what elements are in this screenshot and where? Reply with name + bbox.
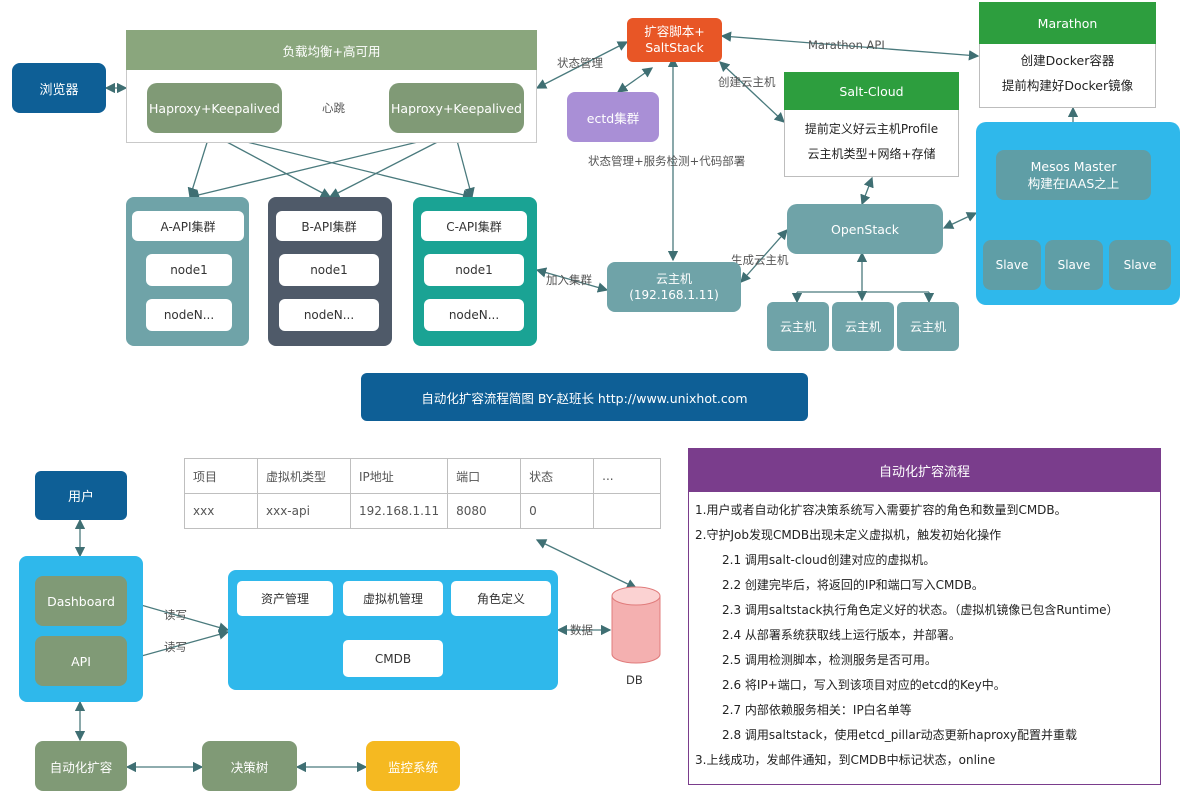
cluster-c-title: C-API集群 xyxy=(421,211,527,241)
process-step: 2.1 调用salt-cloud创建对应的虚拟机。 xyxy=(722,553,936,567)
mesos-slave-2: Slave xyxy=(1045,240,1103,290)
table-header: IP地址 xyxy=(349,458,449,494)
process-title: 自动化扩容流程 xyxy=(688,448,1161,492)
state-mgmt-label: 状态管理 xyxy=(557,56,603,70)
process-step: 1.用户或者自动化扩容决策系统写入需要扩容的角色和数量到CMDB。 xyxy=(695,503,1067,517)
role-def-module: 角色定义 xyxy=(451,581,551,616)
table-header: 端口 xyxy=(447,458,522,494)
process-step: 2.8 调用saltstack，使用etcd_pillar动态更新haproxy… xyxy=(722,728,1078,742)
marathon-line1: 创建Docker容器 xyxy=(1020,52,1115,68)
table-cell: 192.168.1.11 xyxy=(349,493,449,529)
mesos-slave-1: Slave xyxy=(983,240,1041,290)
cluster-b-node1: node1 xyxy=(279,254,379,286)
user-node: 用户 xyxy=(35,471,127,520)
join-cluster-label: 加入集群 xyxy=(546,273,592,287)
openstack-vm-3: 云主机 xyxy=(897,302,959,351)
cluster-a-node1: node1 xyxy=(146,254,232,286)
process-panel xyxy=(688,448,1161,785)
table-cell: xxx-api xyxy=(257,493,351,529)
salt-cloud-line2: 云主机类型+网络+存储 xyxy=(807,146,936,161)
monitor-node: 监控系统 xyxy=(366,741,460,791)
database-icon xyxy=(611,586,661,664)
cluster-b-title: B-API集群 xyxy=(276,211,382,241)
state-service-label: 状态管理+服务检测+代码部署 xyxy=(588,154,746,168)
table-cell: 8080 xyxy=(447,493,522,529)
process-step: 2.3 调用saltstack执行角色定义好的状态。（虚拟机镜像已包含Runti… xyxy=(722,603,1119,617)
title-banner: 自动化扩容流程简图 BY-赵班长 http://www.unixhot.com xyxy=(361,373,808,421)
read-write-label-1: 读写 xyxy=(164,608,187,622)
mesos-master-node: Mesos Master 构建在IAAS之上 xyxy=(996,150,1151,200)
read-write-label-2: 读写 xyxy=(164,640,187,654)
table-row: xxx xxx-api 192.168.1.11 8080 0 xyxy=(184,493,661,529)
openstack-vm-1: 云主机 xyxy=(767,302,829,351)
vm-host-title: 云主机 xyxy=(655,272,692,286)
vm-mgmt-module: 虚拟机管理 xyxy=(343,581,443,616)
process-step: 2.6 将IP+端口，写入到该项目对应的etcd的Key中。 xyxy=(722,678,1006,692)
cluster-a-noden: nodeN... xyxy=(146,299,232,331)
data-label: 数据 xyxy=(570,623,593,637)
saltstack-node: 扩容脚本+ SaltStack xyxy=(627,18,722,62)
cmdb-module: CMDB xyxy=(343,640,443,677)
process-step: 2.5 调用检测脚本，检测服务是否可用。 xyxy=(722,653,937,667)
marathon-api-label: Marathon API xyxy=(808,38,885,52)
salt-cloud-title: Salt-Cloud xyxy=(784,72,959,110)
heartbeat-label: 心跳 xyxy=(322,101,345,115)
marathon-title: Marathon xyxy=(979,2,1156,44)
cluster-c-node1: node1 xyxy=(424,254,524,286)
etcd-node: ectd集群 xyxy=(567,92,659,142)
api-node: API xyxy=(35,636,127,686)
mesos-master-subtitle: 构建在IAAS之上 xyxy=(1027,176,1120,191)
cluster-c-noden: nodeN... xyxy=(424,299,524,331)
process-step: 3.上线成功，发邮件通知，到CMDB中标记状态，online xyxy=(695,753,996,767)
create-vm-label: 创建云主机 xyxy=(718,75,776,89)
table-cell: 0 xyxy=(520,493,595,529)
saltstack-line2: SaltStack xyxy=(645,40,704,55)
process-step: 2.守护Job发现CMDB出现未定义虚拟机，触发初始化操作 xyxy=(695,528,1002,542)
process-step: 2.7 内部依赖服务相关：IP白名单等 xyxy=(722,703,912,717)
dashboard-node: Dashboard xyxy=(35,576,127,626)
openstack-vm-2: 云主机 xyxy=(832,302,894,351)
process-step: 2.2 创建完毕后，将返回的IP和端口写入CMDB。 xyxy=(722,578,984,592)
table-header: 状态 xyxy=(520,458,595,494)
generate-vm-label: 生成云主机 xyxy=(731,253,789,267)
vm-host-node: 云主机 (192.168.1.11) xyxy=(607,262,741,312)
marathon-line2: 提前构建好Docker镜像 xyxy=(1001,77,1134,93)
mesos-slave-3: Slave xyxy=(1109,240,1171,290)
auto-scale-node: 自动化扩容 xyxy=(35,741,127,791)
table-header: 虚拟机类型 xyxy=(257,458,351,494)
haproxy-right: Haproxy+Keepalived xyxy=(389,83,524,133)
table-cell: xxx xyxy=(184,493,258,529)
mesos-master-title: Mesos Master xyxy=(1030,159,1117,174)
process-step: 2.4 从部署系统获取线上运行版本，并部署。 xyxy=(722,628,961,642)
vm-host-ip: (192.168.1.11) xyxy=(629,288,719,302)
asset-mgmt-module: 资产管理 xyxy=(237,581,333,616)
table-cell xyxy=(593,493,661,529)
db-label: DB xyxy=(626,673,643,687)
decision-tree-node: 决策树 xyxy=(202,741,297,791)
browser-node: 浏览器 xyxy=(12,63,106,113)
cluster-b-noden: nodeN... xyxy=(279,299,379,331)
table-header: 项目 xyxy=(184,458,258,494)
openstack-node: OpenStack xyxy=(787,204,943,254)
load-balancer-title: 负载均衡+高可用 xyxy=(126,30,537,70)
salt-cloud-line1: 提前定义好云主机Profile xyxy=(804,121,939,136)
saltstack-line1: 扩容脚本+ xyxy=(644,24,705,39)
table-header-row: 项目 虚拟机类型 IP地址 端口 状态 ... xyxy=(184,458,661,494)
table-header: ... xyxy=(593,458,661,494)
haproxy-left: Haproxy+Keepalived xyxy=(147,83,282,133)
cluster-a-title: A-API集群 xyxy=(132,211,244,241)
cmdb-table: 项目 虚拟机类型 IP地址 端口 状态 ... xxx xxx-api 192.… xyxy=(184,458,661,529)
